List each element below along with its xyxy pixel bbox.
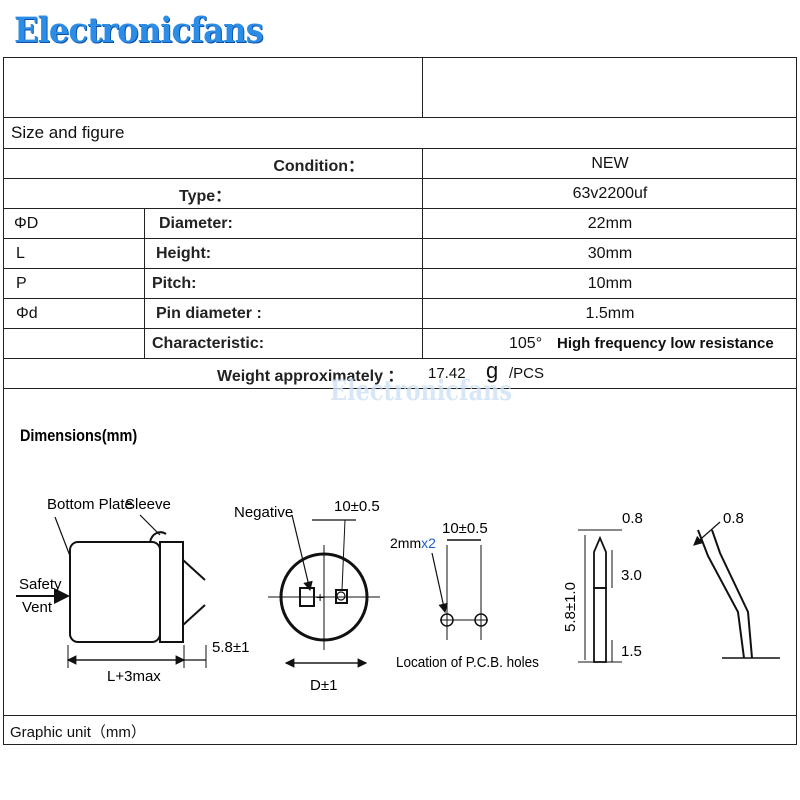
- type-value: 63v2200uf: [572, 184, 648, 202]
- graphic-unit: Graphic unit（mm）: [10, 723, 146, 741]
- weight-label: Weight approximately ：: [217, 367, 404, 385]
- brand-logo: Electronicfans: [14, 10, 264, 51]
- spec-row: Φd Pin diameter : 1.5mm: [4, 299, 796, 329]
- blank-header-row: [4, 58, 796, 118]
- weight-unit: g: [486, 357, 499, 383]
- spec-row: Characteristic: 105° High frequency low …: [4, 329, 796, 359]
- spec-row: ΦD Diameter: 22mm: [4, 209, 796, 239]
- drawing-title: Dimensions(mm): [20, 427, 137, 445]
- pcb-holes: [440, 539, 488, 640]
- bent-pin: [697, 529, 780, 659]
- type-row: Type： 63v2200uf: [4, 179, 796, 209]
- type-label: Type：: [179, 187, 232, 205]
- spec-label: Diameter:: [159, 214, 233, 232]
- weight-number: 17.42: [428, 365, 466, 382]
- spec-value: 30mm: [587, 244, 633, 262]
- section-title-row: Size and figure: [4, 118, 796, 149]
- footer-row: Graphic unit（mm）: [4, 716, 796, 746]
- negative-label: Negative: [234, 504, 293, 521]
- watermark: Electronicfans: [330, 374, 513, 407]
- condition-value: NEW: [591, 154, 629, 172]
- sleeve-label: Sleeve: [125, 496, 171, 513]
- spec-label: Characteristic:: [152, 334, 265, 352]
- bottom-plate-label: Bottom Plate: [47, 496, 133, 513]
- pin-detail: [578, 529, 622, 663]
- lead-length-label: 5.8±1: [212, 639, 249, 656]
- spec-symbol: P: [16, 274, 27, 292]
- spec-sheet: Size and figure Condition： NEW Type： 63v…: [3, 57, 797, 745]
- pin-width-label: 0.8: [622, 510, 643, 527]
- spec-symbol: Φd: [16, 304, 38, 322]
- weight-suffix: /PCS: [509, 365, 545, 382]
- weight-row: Weight approximately ： 17.42 g /PCS: [4, 357, 796, 389]
- bent-pin-width-label: 0.8: [723, 510, 744, 527]
- spec-label: Pin diameter :: [156, 304, 262, 322]
- condition-label: Condition：: [273, 157, 364, 175]
- side-view: [69, 531, 206, 643]
- spec-label: Height:: [156, 244, 212, 262]
- pin-tip-label: 3.0: [621, 567, 642, 584]
- pitch-top-label: 10±0.5: [334, 498, 380, 515]
- drawing-area: [4, 389, 796, 716]
- pcb-caption: Location of P.C.B. holes: [396, 654, 539, 671]
- polarity-mark: +: [316, 589, 324, 605]
- spec-label: Pitch:: [152, 274, 197, 292]
- hole-size-label: 2mmx2: [390, 535, 436, 551]
- pcb-pitch-label: 10±0.5: [442, 520, 488, 537]
- l-max-label: L+3max: [107, 668, 161, 685]
- spec-value-temp: 105°: [509, 334, 543, 352]
- condition-row: Condition： NEW: [4, 149, 796, 179]
- spec-row: P Pitch: 10mm: [4, 269, 796, 299]
- spec-row: L Height: 30mm: [4, 239, 796, 269]
- safety-label: Safety: [19, 576, 62, 593]
- spec-symbol: ΦD: [14, 214, 39, 232]
- spec-value: 22mm: [587, 214, 633, 232]
- spec-value-desc: High frequency low resistance: [557, 335, 774, 352]
- diameter-label: D±1: [310, 677, 337, 694]
- spec-symbol: L: [16, 244, 25, 262]
- pin-base-label: 1.5: [621, 643, 642, 660]
- section-title: Size and figure: [11, 123, 125, 142]
- spec-value: 1.5mm: [585, 304, 635, 322]
- spec-value: 10mm: [587, 274, 633, 292]
- pin-length-label: 5.8±1.0: [562, 582, 579, 632]
- vent-label: Vent: [22, 599, 53, 616]
- top-view: +: [268, 545, 380, 650]
